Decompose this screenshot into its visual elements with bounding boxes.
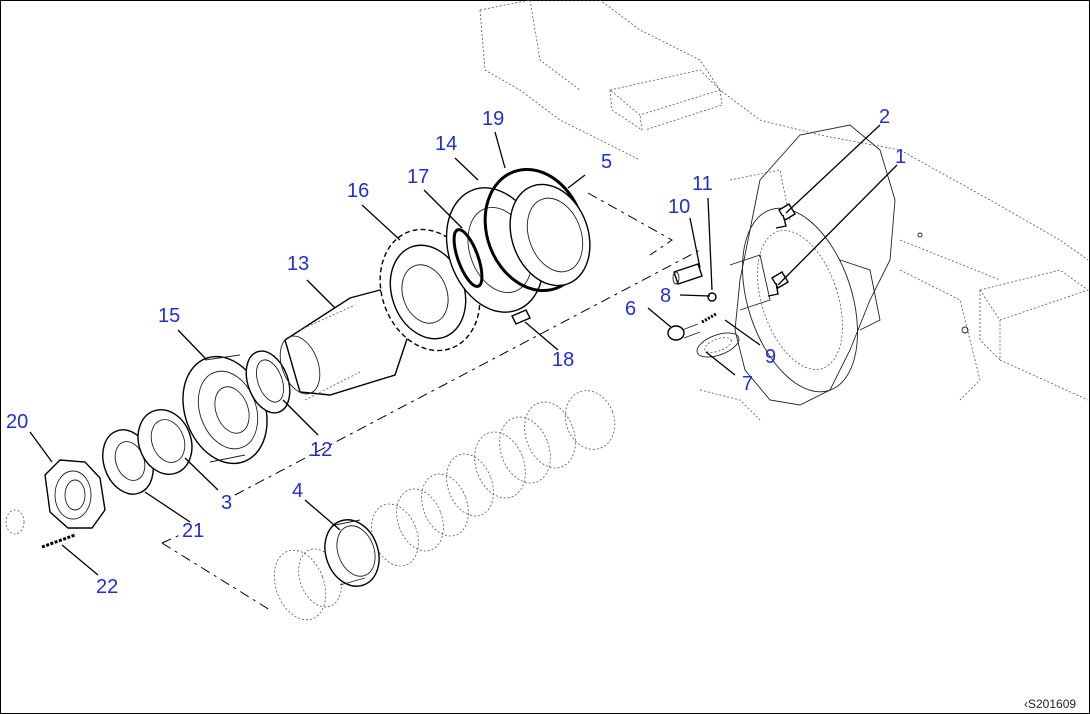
assembly-axis-lines [161,192,701,611]
pin-18 [511,309,531,325]
callout-1: 1 [895,146,906,168]
callout-17: 17 [407,166,429,188]
axle-housing-ghost [479,0,1089,421]
housing-5 [509,183,591,287]
callout-14: 14 [435,133,457,155]
leader-lines [29,124,898,576]
bolt-6 [667,323,701,341]
ring-12 [245,350,291,414]
callout-18: 18 [552,349,574,371]
bearing-3 [137,409,193,475]
callout-4: 4 [292,480,303,502]
callout-9: 9 [765,346,776,368]
callout-16: 16 [347,180,369,202]
final-drive-carrier [729,124,969,406]
seal-ring-7 [696,332,740,358]
ball-8 [707,292,717,302]
callout-7: 7 [742,373,753,395]
callout-8: 8 [660,285,671,307]
callout-12: 12 [310,439,332,461]
callout-11: 11 [692,173,713,195]
callout-15: 15 [158,305,180,327]
spring-9 [701,312,717,324]
drawing-code: ‹S201609 [1024,697,1076,711]
stud-22 [41,533,76,549]
callout-3: 3 [221,492,232,514]
hub-flange-20 [44,459,106,529]
callout-labels: 1 2 3 4 5 6 7 8 9 10 11 12 13 14 15 16 1… [6,106,906,598]
brake-disc-pack-ghost [273,390,616,621]
callout-21: 21 [182,520,204,542]
callout-13: 13 [287,253,309,275]
callout-6: 6 [625,298,636,320]
callout-20: 20 [6,411,28,433]
seal-4 [324,519,380,587]
callout-19: 19 [482,108,504,130]
callout-2: 2 [879,106,890,128]
snap-ring-17 [452,228,484,288]
callout-22: 22 [96,576,118,598]
breather-plug-1 [767,271,789,297]
spline-shaft-13 [279,289,411,401]
callout-5: 5 [601,151,612,173]
callout-10: 10 [668,196,690,218]
valve-10 [672,263,703,285]
nut-ghost [5,509,25,535]
